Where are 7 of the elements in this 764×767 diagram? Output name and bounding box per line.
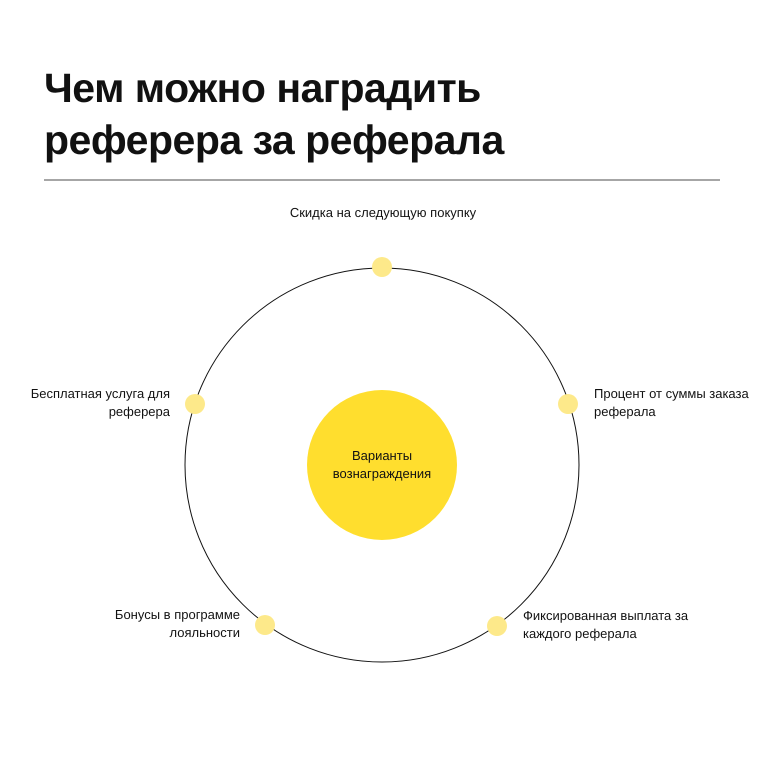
center-label: Варианты вознаграждения (332, 447, 432, 483)
option-label: Процент от суммы заказа реферала (594, 385, 750, 421)
option-label: Фиксированная выплата за каждого реферала (523, 607, 690, 643)
option-label: Бесплатная услуга для реферера (30, 385, 170, 421)
option-label: Скидка на следующую покупку (288, 204, 478, 222)
title: Чем можно наградить реферера за реферала (44, 64, 506, 165)
option-label: Бонусы в программе лояльности (114, 606, 240, 642)
